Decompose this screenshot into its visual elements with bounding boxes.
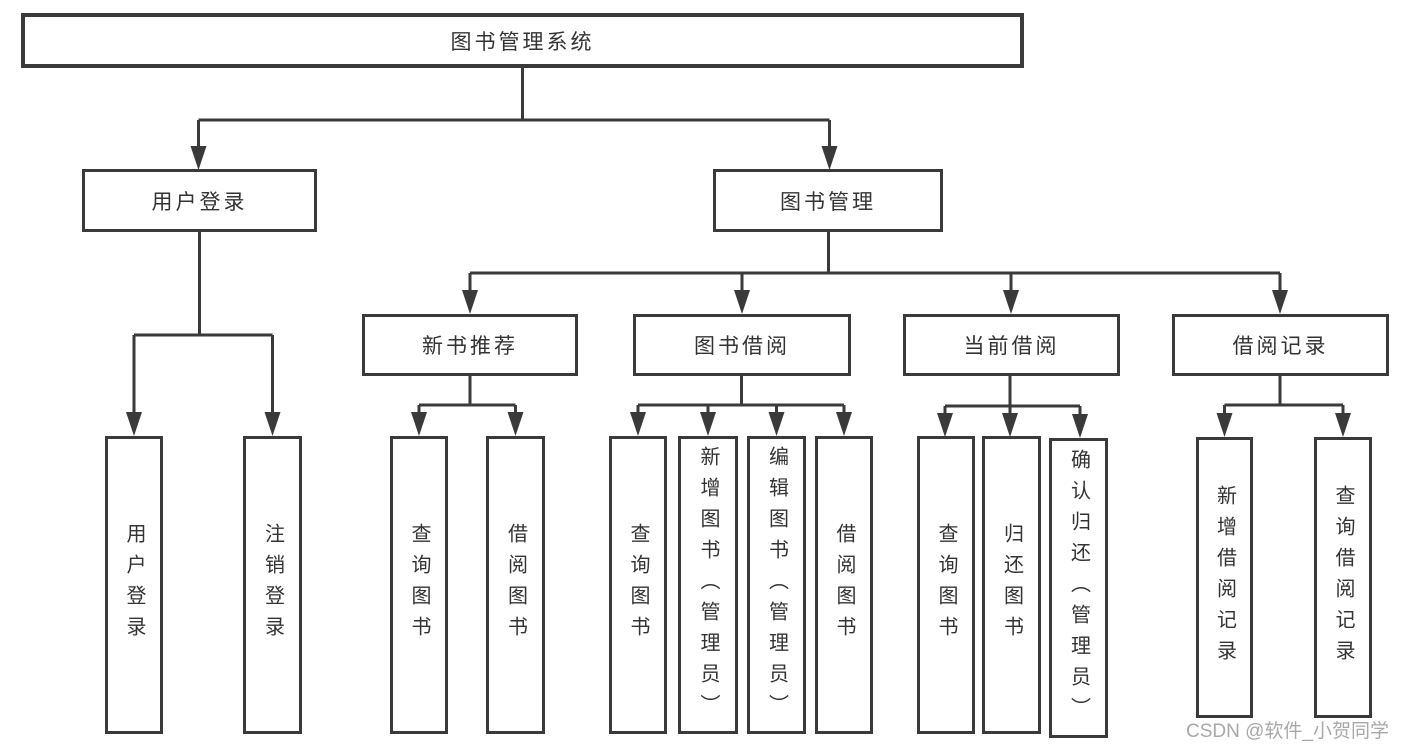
node-leaf-logout-login: 注销登录 [243, 436, 302, 734]
node-cb-query-book-label: 查询图书 [935, 523, 957, 647]
edge-currentborrow-to-leaves [943, 376, 1082, 418]
node-cb-return-book-label: 归还图书 [1000, 523, 1023, 647]
node-bb-add-book-label: 新增图书（管理员） [697, 445, 719, 725]
arrow-icon [507, 412, 524, 436]
node-bb-add-book: 新增图书（管理员） [678, 436, 738, 734]
node-cb-confirm-return-label: 确认归还（管理员） [1067, 448, 1090, 728]
node-rec-query-book: 查询图书 [390, 436, 448, 734]
node-br-query-record: 查询借阅记录 [1314, 437, 1372, 718]
arrow-icon [190, 146, 207, 170]
arrow-icon [768, 412, 785, 436]
node-leaf-logout-login-label: 注销登录 [261, 523, 284, 647]
edge-userlogin-to-leaves [132, 232, 274, 416]
node-cb-return-book: 归还图书 [982, 436, 1041, 734]
arrow-icon [1003, 290, 1019, 314]
node-root: 图书管理系统 [21, 13, 1024, 68]
node-root-label: 图书管理系统 [450, 30, 595, 54]
node-bb-edit-book-label: 编辑图书（管理员） [765, 445, 788, 725]
node-book-borrow: 图书借阅 [633, 314, 851, 376]
node-bb-borrow-book-label: 借阅图书 [833, 523, 855, 647]
node-br-add-record: 新增借阅记录 [1196, 437, 1253, 718]
node-book-borrow-label: 图书借阅 [694, 335, 790, 358]
node-current-borrow: 当前借阅 [903, 314, 1120, 376]
edge-bookborrow-to-leaves [636, 376, 846, 416]
arrow-icon [734, 290, 750, 314]
edge-newbookrec-to-leaves [417, 376, 517, 416]
node-book-mgmt-label: 图书管理 [780, 190, 876, 214]
edge-root-to-level2 [197, 68, 831, 150]
node-borrow-records: 借阅记录 [1172, 314, 1389, 376]
node-bb-borrow-book: 借阅图书 [815, 436, 873, 734]
node-rec-borrow-book: 借阅图书 [486, 436, 545, 734]
node-br-add-record-label: 新增借阅记录 [1213, 484, 1236, 671]
arrow-icon [126, 412, 142, 436]
arrow-icon [1272, 290, 1288, 314]
arrow-icon [836, 412, 852, 436]
node-leaf-user-login: 用户登录 [105, 436, 163, 734]
node-bb-query-book-label: 查询图书 [627, 523, 649, 647]
arrow-icon [937, 413, 953, 437]
node-bb-query-book: 查询图书 [609, 436, 667, 734]
node-leaf-user-login-label: 用户登录 [123, 523, 145, 647]
edge-bookmgmt-to-level3 [468, 232, 1282, 294]
node-user-login-label: 用户登录 [151, 190, 248, 214]
csdn-watermark: CSDN @软件_小贺同学 [1186, 721, 1389, 742]
arrow-icon [1072, 414, 1088, 438]
edge-borrowrecords-to-leaves [1223, 376, 1345, 417]
node-cb-query-book: 查询图书 [917, 436, 975, 734]
arrow-icon [1002, 413, 1018, 437]
node-bb-edit-book: 编辑图书（管理员） [747, 436, 806, 734]
node-borrow-records-label: 借阅记录 [1232, 335, 1329, 358]
arrow-icon [821, 146, 838, 170]
node-user-login: 用户登录 [82, 169, 317, 232]
node-new-book-rec-label: 新书推荐 [422, 335, 518, 358]
node-cb-confirm-return: 确认归还（管理员） [1049, 438, 1108, 738]
arrow-icon [630, 412, 646, 436]
arrow-icon [700, 412, 716, 436]
arrow-icon [462, 290, 478, 314]
arrow-icon [1335, 413, 1351, 437]
node-br-query-record-label: 查询借阅记录 [1332, 484, 1354, 671]
node-current-borrow-label: 当前借阅 [963, 335, 1060, 358]
arrow-icon [1216, 413, 1233, 437]
node-rec-borrow-book-label: 借阅图书 [504, 523, 527, 647]
arrow-icon [411, 412, 427, 436]
node-rec-query-book-label: 查询图书 [408, 523, 430, 647]
node-new-book-rec: 新书推荐 [362, 314, 578, 376]
arrow-icon [264, 412, 281, 436]
node-book-mgmt: 图书管理 [713, 169, 943, 232]
